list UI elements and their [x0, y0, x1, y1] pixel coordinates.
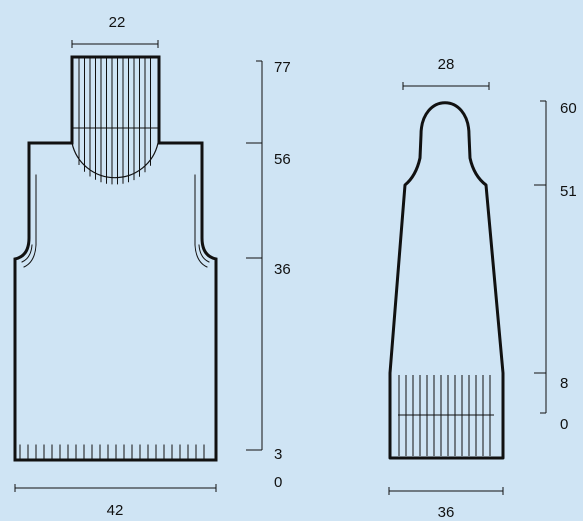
body-dimension-lines [14, 40, 263, 492]
sleeve-height-0-label: 0 [560, 416, 568, 433]
sleeve-height-60-label: 60 [560, 100, 577, 117]
sleeve-height-8-label: 8 [560, 375, 568, 392]
neck-width-label: 22 [109, 14, 126, 31]
sleeve-height-51-label: 51 [560, 183, 577, 200]
collar-ribbing [73, 58, 158, 185]
sleeve-top-width-label: 28 [438, 56, 455, 73]
sleeve-dimension-lines [388, 82, 547, 495]
body-height-36-label: 36 [274, 261, 291, 278]
collar-bowl [71, 142, 159, 179]
body-height-56-label: 56 [274, 151, 291, 168]
body-height-0-label: 0 [274, 474, 282, 491]
hem-ribbing [19, 444, 205, 459]
armhole-detail-left [21, 174, 37, 268]
armhole-detail-right [194, 174, 210, 268]
body-bottom-width-label: 42 [107, 502, 124, 519]
sleeve-bottom-width-label: 36 [438, 504, 455, 521]
body-piece [13, 55, 218, 462]
sleeve-piece [388, 101, 505, 460]
sleeve-outline [388, 101, 505, 460]
body-height-3-label: 3 [274, 446, 282, 463]
body-height-77-label: 77 [274, 59, 291, 76]
body-outline [13, 55, 218, 462]
